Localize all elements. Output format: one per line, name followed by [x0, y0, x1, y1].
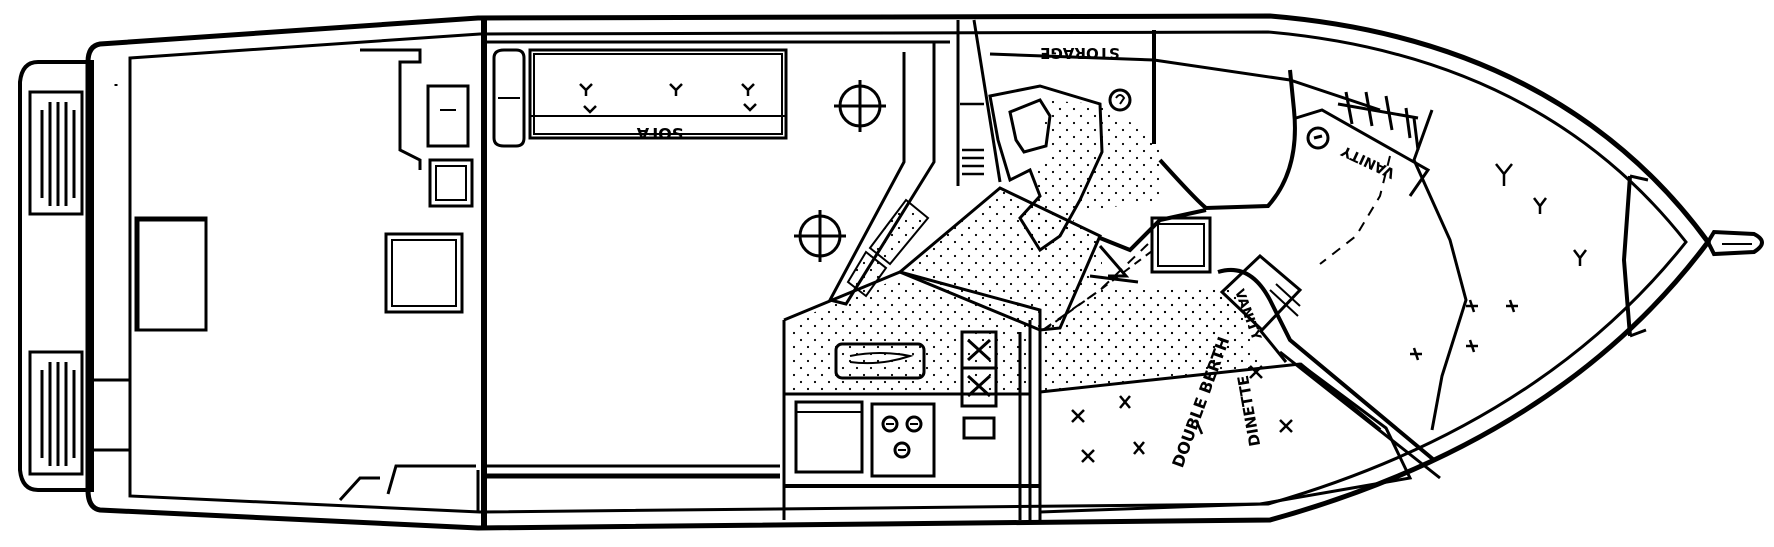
vee-berth-divider — [1412, 109, 1468, 431]
sofa — [528, 48, 788, 140]
hull-inner-line — [128, 30, 1688, 514]
vanity-mid — [1219, 253, 1303, 333]
helm-steps — [960, 102, 984, 176]
storage-shelf — [989, 52, 1381, 112]
salon — [484, 40, 950, 479]
sofa-cushion-marks — [579, 83, 757, 114]
platform-grille-lower — [40, 362, 76, 466]
cockpit — [114, 58, 208, 496]
galley-sink — [794, 400, 864, 474]
head-toilet — [1108, 88, 1132, 112]
vee-berth-cushion-marks — [1495, 163, 1587, 266]
cockpit-hatch — [134, 216, 208, 332]
vee-berth-lower-marks — [1410, 299, 1518, 361]
helm-console — [827, 42, 936, 306]
helm-seat-box-inner — [391, 239, 457, 307]
galley-counter-stipple — [790, 278, 1026, 392]
head-floor — [1022, 100, 1160, 252]
cockpit-hatch-outline — [136, 218, 208, 332]
forward-head-walls — [1099, 69, 1297, 253]
galley-corridor-divider — [1043, 247, 1157, 331]
salon-step-divider — [1018, 330, 1042, 520]
bow-bulkhead-top — [1629, 174, 1649, 182]
sofa-label: SOFA — [636, 124, 683, 143]
double-berth-cushion-marks — [1071, 365, 1293, 463]
galley-refrigerator — [960, 330, 998, 440]
hull-outline — [85, 13, 1712, 531]
forward-head-dashes — [1039, 155, 1391, 333]
forward-shower — [1089, 216, 1212, 284]
dinette-label: DINETTE — [1234, 374, 1264, 448]
wet-bar — [360, 48, 474, 208]
forward-passage-floor — [1040, 286, 1260, 392]
wet-bar-icebox — [428, 158, 474, 208]
vanity-forward-fixture — [1337, 91, 1420, 151]
aft-steps — [338, 464, 480, 512]
salon-table-forward — [834, 80, 886, 132]
wet-bar-sink — [426, 84, 470, 148]
companionway-edge — [972, 19, 1002, 183]
swim-platform — [18, 60, 94, 492]
helm-seat-box — [384, 232, 464, 314]
galley-drawer — [834, 342, 926, 380]
platform-grille-upper — [40, 102, 76, 206]
bow-bulkhead-bottom — [1629, 328, 1647, 338]
vee-berth — [1360, 146, 1630, 420]
bow-pulpit — [1705, 229, 1764, 257]
double-berth — [1039, 267, 1441, 514]
storage-label: STORAGE — [1040, 44, 1120, 62]
salon-table-aft — [794, 210, 846, 262]
sofa-end — [492, 48, 526, 148]
vanity-forward — [1295, 108, 1431, 197]
forward-chain-locker — [1621, 175, 1632, 337]
galley-stove — [870, 402, 936, 478]
